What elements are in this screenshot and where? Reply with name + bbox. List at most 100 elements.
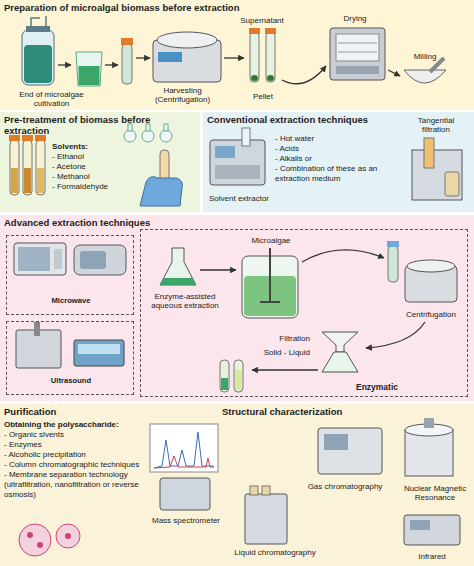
label-holder: Mass spectrometer — [148, 516, 224, 525]
mortar-icon — [430, 58, 444, 72]
body-text: - Acetone — [52, 162, 122, 172]
section-heading: Conventional extraction techniques — [207, 114, 407, 125]
body-text: - Formaldehyde — [52, 182, 122, 192]
solvent-extractor-icon — [210, 128, 265, 185]
microwave-icon — [54, 249, 62, 269]
figure-label: Enzyme-assisted aqueous extraction — [146, 292, 224, 310]
beaker-icon — [76, 52, 102, 86]
centrifuge-icon — [407, 260, 455, 272]
flow-arrow — [388, 70, 400, 76]
body-text: - Alcoholic precipitation — [4, 450, 146, 460]
infrared-icon — [410, 520, 430, 530]
tangential-filtration-icon — [424, 138, 434, 168]
flask-icon — [160, 130, 172, 142]
ultrasound-icon — [34, 322, 40, 336]
mortar-icon — [404, 58, 446, 83]
mass-spectrometer-icon — [160, 478, 210, 510]
flask-icon — [124, 124, 172, 142]
bioreactor-icon — [22, 16, 54, 85]
figure-label: Tangential filtration — [404, 116, 468, 134]
text-group: Enzymatic — [337, 382, 417, 392]
membrane-icon — [27, 532, 33, 538]
centrifuge-icon — [158, 52, 182, 62]
microwave-icon — [14, 243, 126, 275]
flow-arrow — [136, 57, 150, 58]
centrifuge-icon — [405, 260, 457, 302]
body-text: - Hot water — [275, 134, 400, 144]
text-group: Conventional extraction techniques — [207, 114, 407, 125]
figure-label: Harvesting (Centrifugation) — [140, 86, 225, 104]
body-text: Structural characterization — [222, 406, 422, 417]
text-group: Pre-treatment of biomass before extracti… — [4, 114, 198, 137]
microwave-icon — [18, 247, 50, 271]
flow-arrow — [282, 66, 326, 84]
figure-label: Milling — [400, 52, 450, 61]
membrane-icon — [19, 524, 51, 556]
label-holder: Milling — [400, 52, 450, 61]
mass-spectrometer-icon — [154, 432, 214, 468]
text-group: Ultrasound — [7, 376, 135, 385]
liquid-chromatograph-icon — [245, 494, 287, 544]
tubes-icon — [267, 75, 274, 81]
membrane-icon — [56, 524, 80, 548]
text-group: Microwave — [7, 296, 135, 305]
nmr-icon — [405, 418, 453, 476]
section-heading: Purification — [4, 406, 144, 417]
tube-icon — [121, 38, 133, 84]
solvent-tubes-icon — [9, 135, 46, 195]
centrifuge-icon — [157, 32, 217, 48]
figure-label: Supernatant — [232, 16, 292, 25]
text-group: Solvents:- Ethanol- Acetone- Methanol- F… — [52, 142, 122, 192]
infrared-icon — [404, 515, 460, 545]
section-panel: Pre-treatment of biomass before extracti… — [0, 112, 200, 212]
ultrasound-icon — [78, 344, 120, 354]
tube-icon — [387, 241, 399, 282]
section-panel: MicrowaveUltrasoundEnzymaticAdvanced ext… — [0, 215, 474, 401]
flow-arrow — [58, 64, 71, 65]
tubes-icon — [220, 360, 229, 392]
section-heading: Ultrasound — [7, 376, 135, 385]
flask-icon — [146, 124, 150, 131]
liquid-chromatograph-icon — [250, 486, 258, 495]
centrifuge-icon — [153, 40, 221, 82]
tubes-icon — [234, 360, 243, 392]
figure-label: Solvent extractor — [204, 194, 274, 203]
solvent-tubes-icon — [35, 135, 46, 141]
flask-icon — [142, 130, 154, 142]
ultrasound-icon — [74, 340, 124, 366]
flask-icon — [124, 130, 136, 142]
tubes-icon — [251, 75, 258, 81]
label-holder: Harvesting (Centrifugation) — [140, 86, 225, 104]
label-holder: Nuclear Magnetic Resonance — [398, 484, 472, 502]
body-text: Obtaining the polysaccharide: — [4, 420, 146, 430]
solvent-tubes-icon — [11, 168, 18, 193]
hand-icon — [140, 150, 182, 206]
gas-chromatograph-icon — [318, 428, 382, 474]
freeze-dryer-icon — [330, 28, 385, 80]
liquid-chromatograph-icon — [245, 486, 287, 544]
nmr-icon — [405, 424, 453, 436]
figure-label: Infrared — [402, 552, 462, 561]
label-holder: Pellet — [238, 92, 288, 101]
text-group: Structural characterization — [222, 406, 422, 417]
membrane-icon — [37, 542, 43, 548]
text-group: Purification — [4, 406, 144, 417]
solvent-tubes-icon — [10, 140, 19, 195]
solvent-extractor-icon — [210, 140, 265, 185]
hand-icon — [160, 150, 169, 186]
body-text: - Acids — [275, 144, 400, 154]
figure-label: Pellet — [238, 92, 288, 101]
label-holder: Solvent extractor — [204, 194, 274, 203]
solvent-tubes-icon — [36, 140, 45, 195]
solvent-tubes-icon — [9, 135, 20, 141]
body-text: Solvents: — [52, 142, 122, 152]
filtration-icon — [322, 332, 358, 352]
stirred-vessel-icon — [244, 276, 296, 316]
mass-spectrometer-icon — [150, 424, 218, 510]
tubes-icon — [249, 28, 276, 82]
flask-icon — [164, 124, 168, 131]
label-holder: Drying — [330, 14, 380, 23]
text-group: Preparation of microalgal biomass before… — [4, 2, 464, 13]
technique-box: Microwave — [6, 235, 134, 315]
solvent-tubes-icon — [23, 140, 32, 195]
